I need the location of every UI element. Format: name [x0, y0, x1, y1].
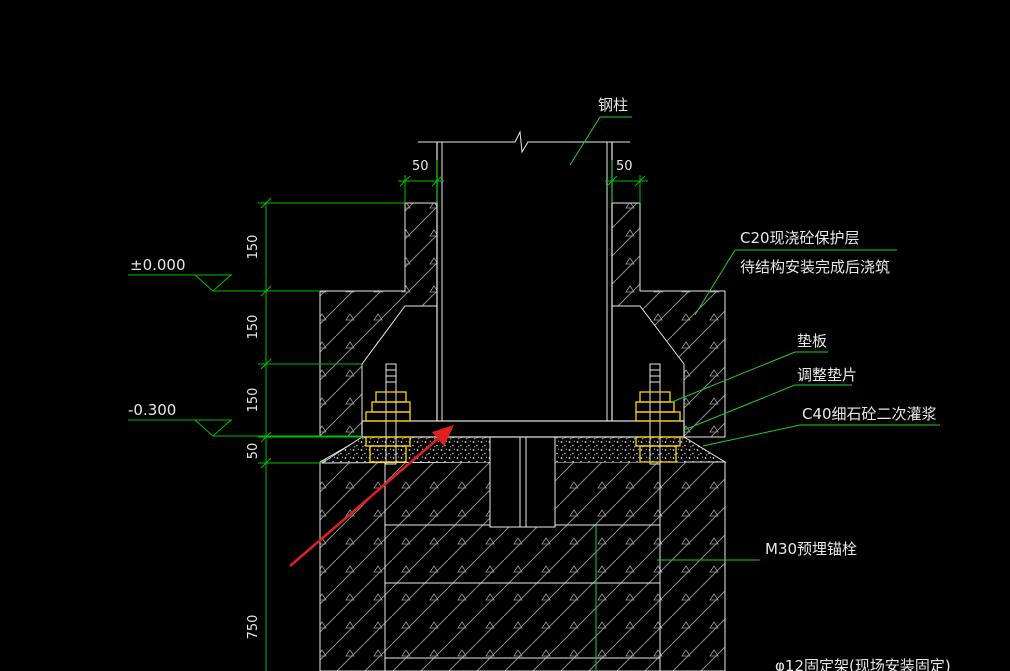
label-adjusting-shim: 调整垫片 — [797, 366, 857, 384]
dim-v-2: 150 — [246, 315, 261, 340]
base-plate — [361, 420, 685, 438]
red-arrow-annotation — [289, 425, 454, 567]
label-backing-plate: 垫板 — [797, 332, 827, 350]
dim-v-3: 150 — [246, 388, 261, 413]
label-c20-cover-1: C20现浇砼保护层 — [740, 229, 860, 247]
dim-v-1: 150 — [246, 235, 261, 260]
anchor-bolt-left — [365, 363, 411, 465]
top-dimension-lines — [398, 160, 648, 203]
anchor-bolt-right — [635, 363, 681, 465]
elevation-top-marker — [128, 274, 320, 292]
label-c20-cover-2: 待结构安装完成后浇筑 — [740, 258, 890, 276]
elevation-top-label: ±0.000 — [130, 256, 186, 274]
vertical-dimension-chain — [258, 197, 405, 671]
dim-left-offset: 50 — [412, 159, 429, 174]
label-steel-column: 钢柱 — [598, 96, 628, 114]
label-bottom-note: φ12固定架(现场安装固定) — [775, 657, 951, 671]
dim-v-4: 50 — [246, 443, 261, 460]
dim-right-offset: 50 — [616, 159, 633, 174]
leader-lines — [569, 116, 940, 447]
shear-key-pocket — [489, 436, 556, 528]
elevation-lower-marker — [128, 419, 362, 437]
label-m30-anchor: M30预埋锚栓 — [765, 540, 857, 558]
dim-v-5: 750 — [246, 615, 261, 640]
elevation-lower-label: -0.300 — [128, 401, 176, 419]
label-c40-grout: C40细石砼二次灌浆 — [802, 405, 937, 423]
steel-column — [418, 130, 630, 421]
